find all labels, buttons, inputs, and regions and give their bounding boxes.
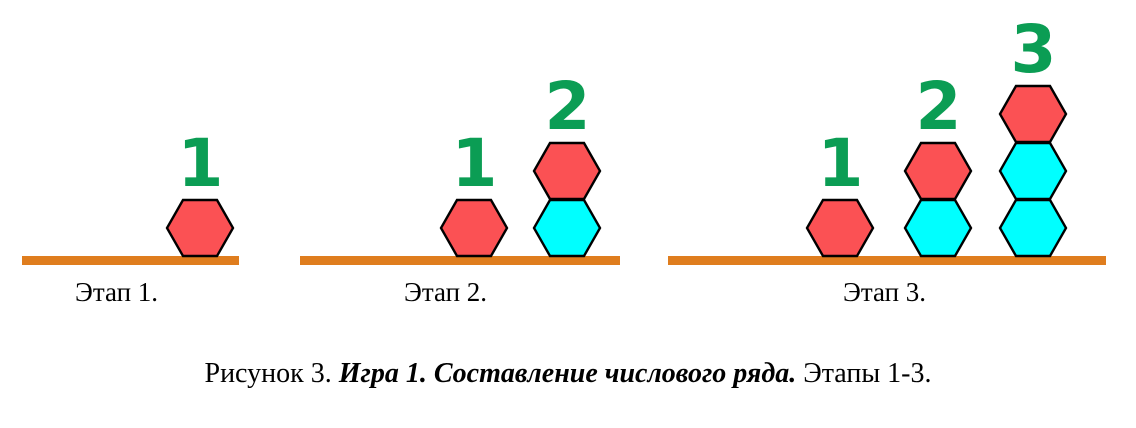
numeral-label-stage-1-column-1: 1: [177, 125, 224, 202]
hexagon-red: [998, 84, 1068, 144]
figure-caption: Рисунок 3. Игра 1. Составление числового…: [0, 358, 1136, 390]
hexagon-cyan: [998, 141, 1068, 201]
stage-caption-1: Этап 1.: [75, 277, 159, 307]
hexagon-stack-stage-3-column-3: [998, 84, 1068, 258]
figure-caption-suffix: Этапы 1-3.: [803, 358, 932, 389]
figure-caption-emphasis: Игра 1. Составление числового ряда.: [338, 358, 797, 389]
numeral-label-stage-3-column-3: 3: [1010, 11, 1057, 88]
hexagon-red: [439, 198, 509, 258]
hexagon-stack-stage-1-column-1: [165, 198, 235, 258]
hexagon-stack-stage-2-column-2: [532, 141, 602, 258]
hexagon-red: [532, 141, 602, 201]
numeral-label-stage-3-column-2: 2: [915, 68, 962, 145]
hexagon-cyan: [903, 198, 973, 258]
numeral-label-stage-2-column-2: 2: [544, 68, 591, 145]
stage-caption-2: Этап 2.: [404, 277, 488, 307]
hexagon-stack-stage-2-column-1: [439, 198, 509, 258]
stage-caption-3: Этап 3.: [843, 277, 927, 307]
hexagon-stack-stage-3-column-2: [903, 141, 973, 258]
ground-line-stage-1: [22, 256, 239, 265]
numeral-label-stage-2-column-1: 1: [451, 125, 498, 202]
figure-caption-prefix: Рисунок 3.: [204, 358, 332, 389]
ground-line-stage-2: [300, 256, 620, 265]
hexagon-cyan: [998, 198, 1068, 258]
hexagon-red: [903, 141, 973, 201]
numeral-label-stage-3-column-1: 1: [817, 125, 864, 202]
hexagon-red: [165, 198, 235, 258]
ground-line-stage-3: [668, 256, 1106, 265]
hexagon-cyan: [532, 198, 602, 258]
hexagon-stack-stage-3-column-1: [805, 198, 875, 258]
hexagon-red: [805, 198, 875, 258]
